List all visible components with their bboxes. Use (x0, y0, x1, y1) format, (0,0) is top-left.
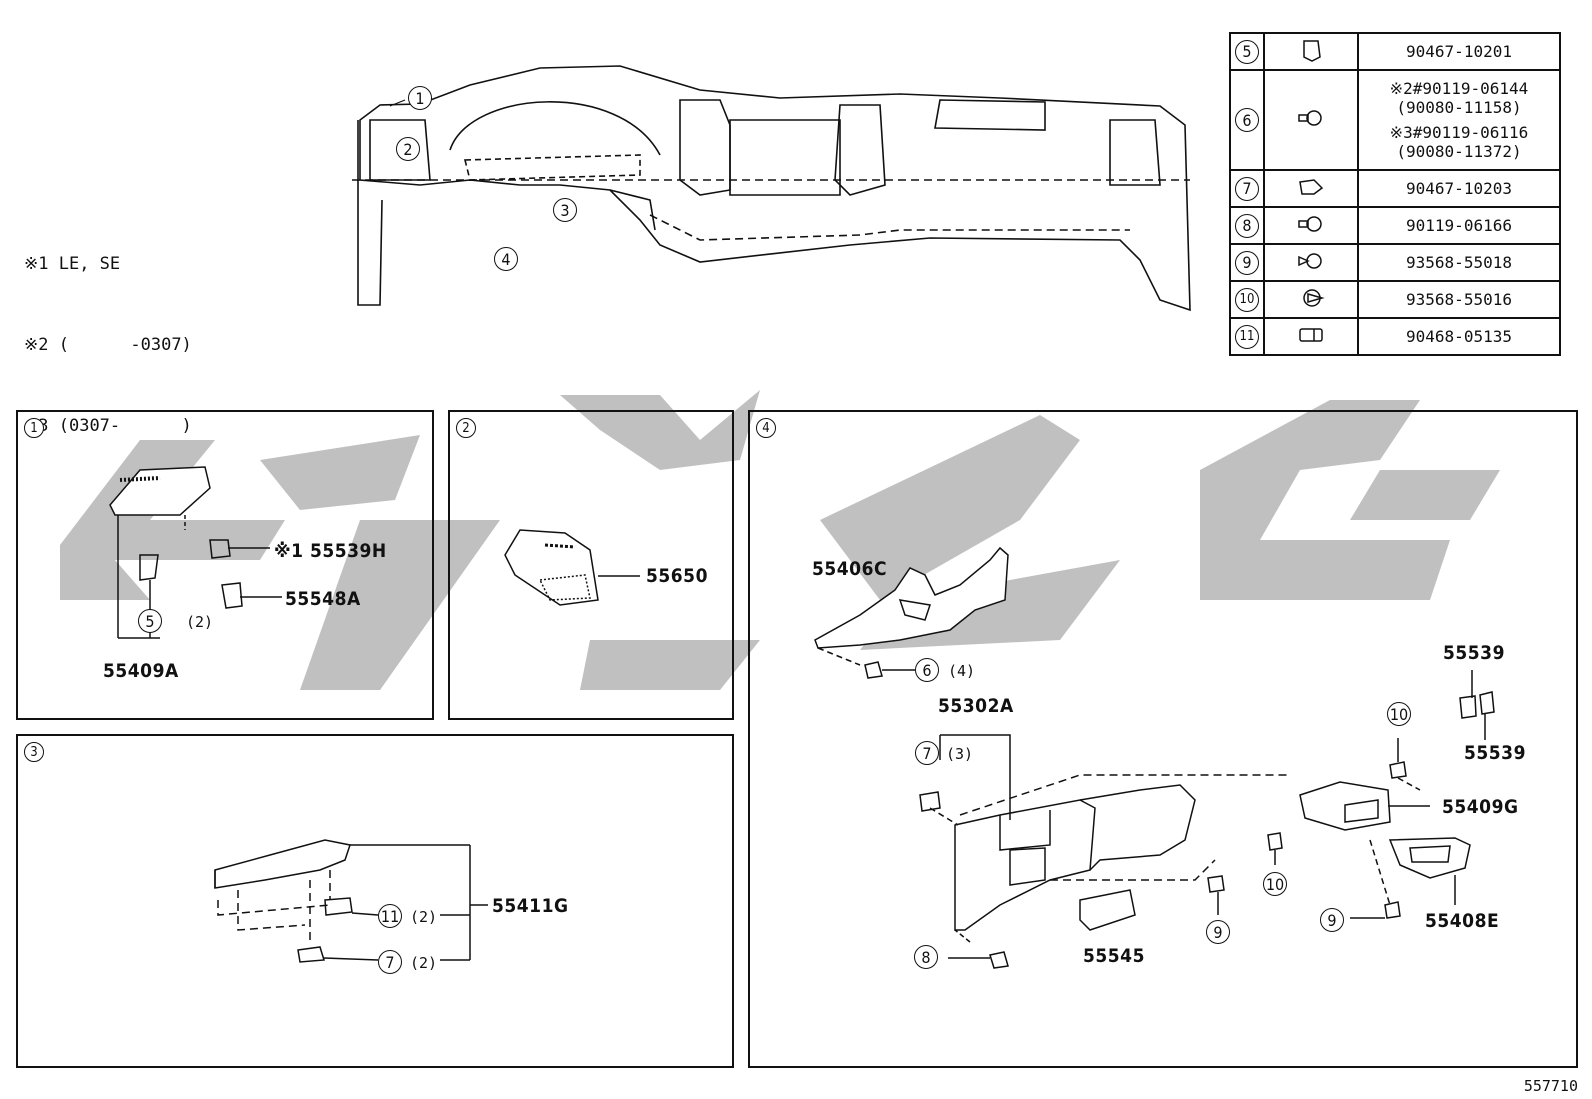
fastener-row-7: 7 90467-10203 (1229, 169, 1561, 208)
fastener-part-6d: (90080-11372) (1396, 142, 1522, 161)
note-line-1: ※1 LE, SE (24, 254, 121, 274)
panel-4: 4 (748, 410, 1578, 1068)
fastener-part-8: 90119-06166 (1406, 216, 1512, 235)
fastener-num-11: 11 (1235, 324, 1259, 349)
panel4-callout-10b[interactable]: 10 (1387, 702, 1411, 726)
fastener-part-7: 90467-10203 (1406, 179, 1512, 198)
panel3-callout-11[interactable]: 11 (378, 904, 402, 928)
fastener-row-8: 8 90119-06166 (1229, 206, 1561, 245)
bolt-icon (1298, 215, 1322, 232)
fastener-row-10: 10 93568-55016 (1229, 280, 1561, 319)
fastener-row-11: 11 90468-05135 (1229, 317, 1561, 356)
label-55539-upper[interactable]: 55539 (1443, 642, 1505, 664)
fastener-row-5: 5 90467-10201 (1229, 32, 1561, 71)
catalog-number: 557710 (1523, 1077, 1578, 1095)
panel4-callout-10a[interactable]: 10 (1263, 872, 1287, 896)
panel4-drawing (814, 546, 1495, 969)
overview-callout-4[interactable]: 4 (494, 247, 518, 271)
panel-3: 3 (16, 734, 734, 1068)
label-55409a[interactable]: 55409A (103, 660, 179, 682)
fastener-row-6: 6 ※2#90119-06144 (90080-11158) ※3#90119-… (1229, 69, 1561, 171)
panel-4-number: 4 (756, 418, 776, 438)
screw-icon (1298, 252, 1322, 269)
overview-callout-3[interactable]: 3 (553, 198, 577, 222)
label-55411g[interactable]: 55411G (492, 895, 569, 917)
fastener-table: 5 90467-10201 6 ※2#90119-06144 (90080-11… (1229, 32, 1561, 356)
fastener-num-9: 9 (1235, 250, 1259, 275)
fastener-row-9: 9 93568-55018 (1229, 243, 1561, 282)
panel2-drawing (504, 529, 640, 606)
panel4-callout-6-qty: (4) (948, 662, 976, 680)
overview-leaders (389, 99, 406, 107)
label-55406c[interactable]: 55406C (812, 558, 888, 580)
panel4-callout-7[interactable]: 7 (915, 741, 939, 765)
overview-callout-1[interactable]: 1 (408, 86, 432, 110)
fastener-num-5: 5 (1235, 39, 1259, 64)
label-55409g[interactable]: 55409G (1442, 796, 1519, 818)
panel3-drawing (214, 839, 488, 963)
panel4-callout-8[interactable]: 8 (914, 945, 938, 969)
notes-block: ※1 LE, SE ※2 ( -0307) ※3 (0307- ) (24, 197, 192, 467)
dashboard-overview (352, 65, 1191, 312)
panel-1-number: 1 (24, 418, 44, 438)
panel-1: 1 (16, 410, 434, 720)
panel4-callout-9a[interactable]: 9 (1206, 920, 1230, 944)
label-55548a[interactable]: 55548A (285, 588, 361, 610)
screw-icon (1303, 288, 1325, 307)
label-55539-lower[interactable]: 55539 (1464, 742, 1526, 764)
fastener-part-10: 93568-55016 (1406, 290, 1512, 309)
label-55408e[interactable]: 55408E (1425, 910, 1500, 932)
clip-icon (1303, 39, 1321, 62)
panel1-callout-5-qty: (2) (186, 613, 214, 631)
panel1-callout-5[interactable]: 5 (138, 609, 162, 633)
fastener-num-6: 6 (1235, 108, 1259, 132)
fastener-part-6a: ※2#90119-06144 (1389, 79, 1529, 98)
note-line-2: ※2 ( -0307) (24, 335, 192, 355)
clip-icon (1299, 178, 1324, 195)
fastener-num-8: 8 (1235, 213, 1259, 238)
label-55545[interactable]: 55545 (1083, 945, 1145, 967)
fastener-part-6b: (90080-11158) (1396, 98, 1522, 117)
fastener-part-6c: ※3#90119-06116 (1389, 123, 1529, 142)
panel3-callout-7[interactable]: 7 (378, 950, 402, 974)
panel-3-number: 3 (24, 742, 44, 762)
panel-2: 2 (448, 410, 734, 720)
panel-2-number: 2 (456, 418, 476, 438)
overview-callout-2[interactable]: 2 (396, 137, 420, 161)
label-55650[interactable]: 55650 (646, 565, 708, 587)
fastener-part-11: 90468-05135 (1406, 327, 1512, 346)
bolt-icon (1298, 110, 1322, 126)
nut-icon (1299, 327, 1323, 342)
fastener-part-9: 93568-55018 (1406, 253, 1512, 272)
fastener-num-7: 7 (1235, 176, 1259, 201)
label-55539h[interactable]: ※1 55539H (274, 540, 387, 562)
watermark-logo (60, 390, 1500, 690)
label-55302a[interactable]: 55302A (938, 695, 1014, 717)
panel3-callout-11-qty: (2) (410, 908, 438, 926)
panel4-callout-9b[interactable]: 9 (1320, 908, 1344, 932)
panel1-drawing (109, 466, 282, 639)
fastener-part-5: 90467-10201 (1406, 42, 1512, 61)
fastener-num-10: 10 (1235, 287, 1259, 312)
panel4-callout-6[interactable]: 6 (915, 658, 939, 682)
panel4-callout-7-qty: (3) (946, 745, 974, 763)
panel3-callout-7-qty: (2) (410, 954, 438, 972)
